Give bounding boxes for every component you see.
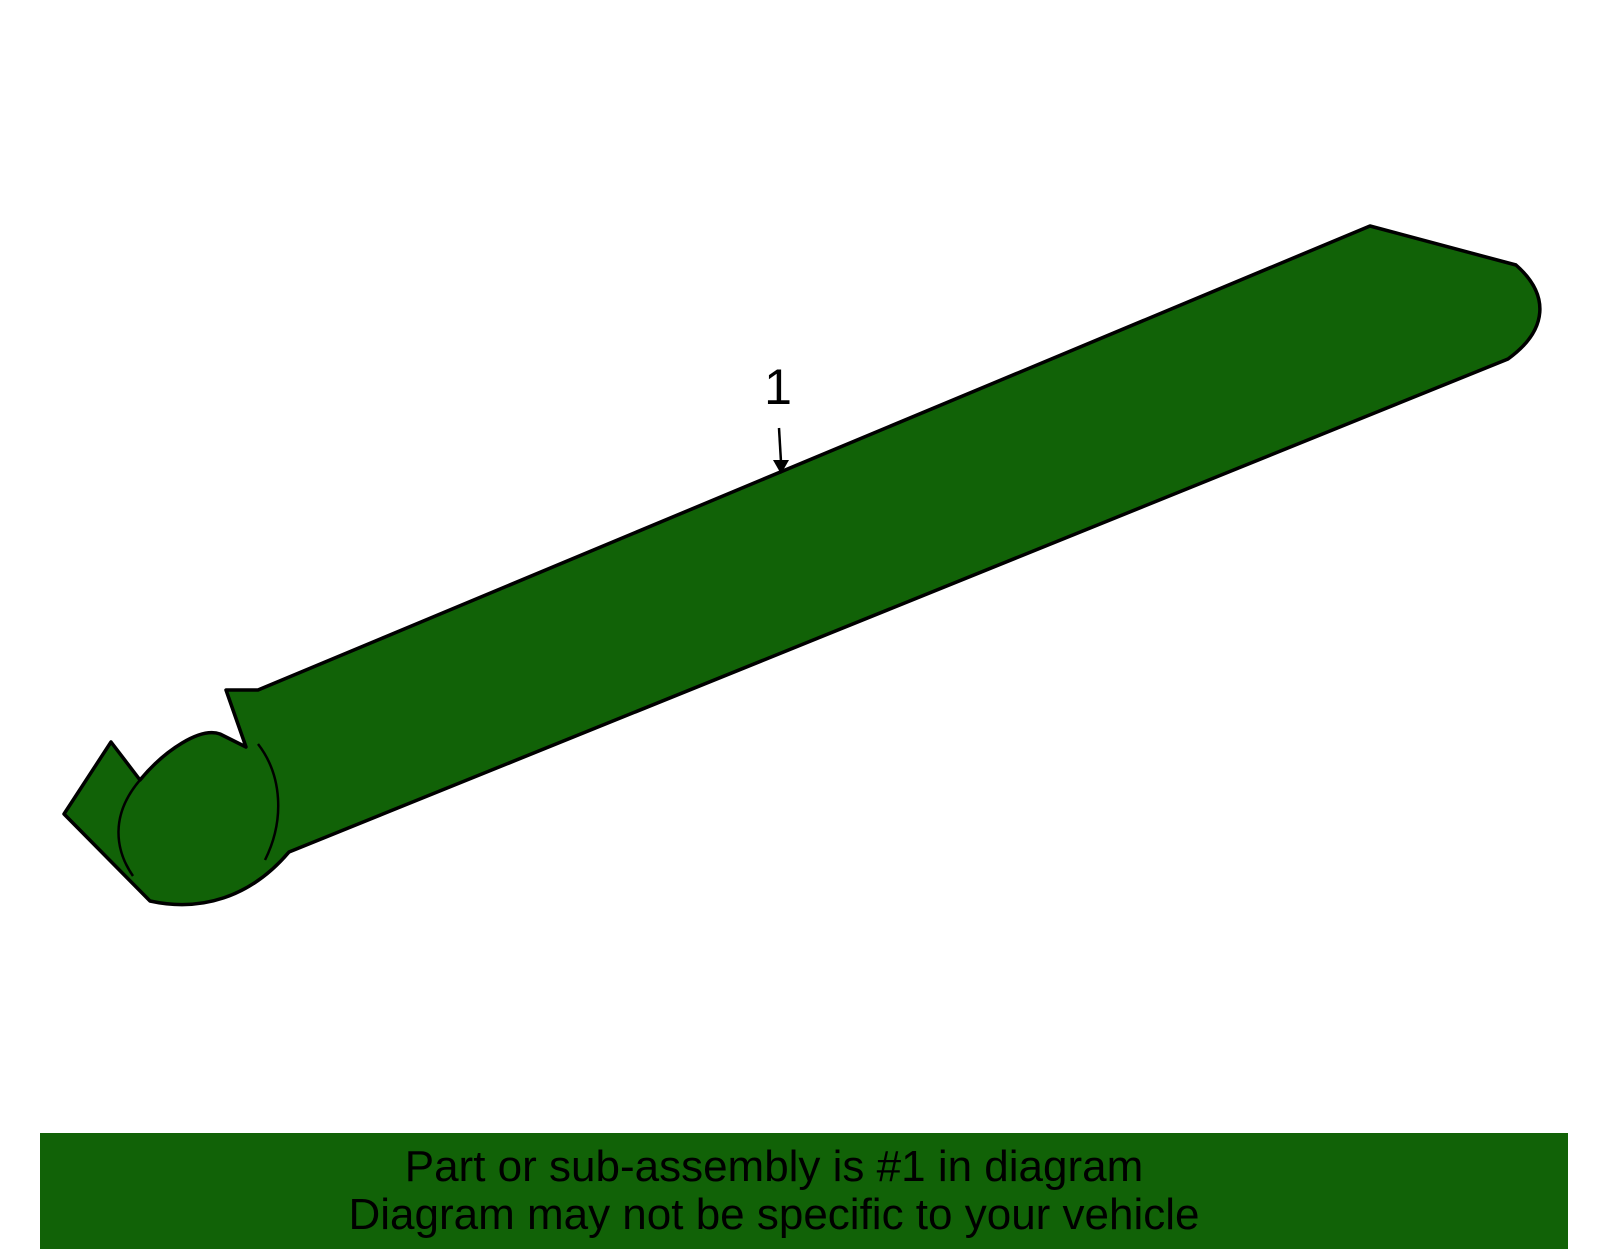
part-1-shape[interactable] xyxy=(62,224,1542,907)
info-banner: Part or sub-assembly is #1 in diagram Di… xyxy=(40,1133,1568,1249)
part-body xyxy=(62,224,1542,907)
callout-1[interactable]: 1 xyxy=(764,359,792,474)
banner-line-part-info: Part or sub-assembly is #1 in diagram xyxy=(404,1142,1144,1191)
callout-arrowhead xyxy=(773,460,789,474)
callout-number: 1 xyxy=(764,359,792,415)
part-end-curve-left xyxy=(117,779,141,877)
callout-leader-line xyxy=(777,427,783,463)
banner-line-disclaimer: Diagram may not be specific to your vehi… xyxy=(348,1190,1200,1239)
part-end-curve-right xyxy=(257,743,280,861)
